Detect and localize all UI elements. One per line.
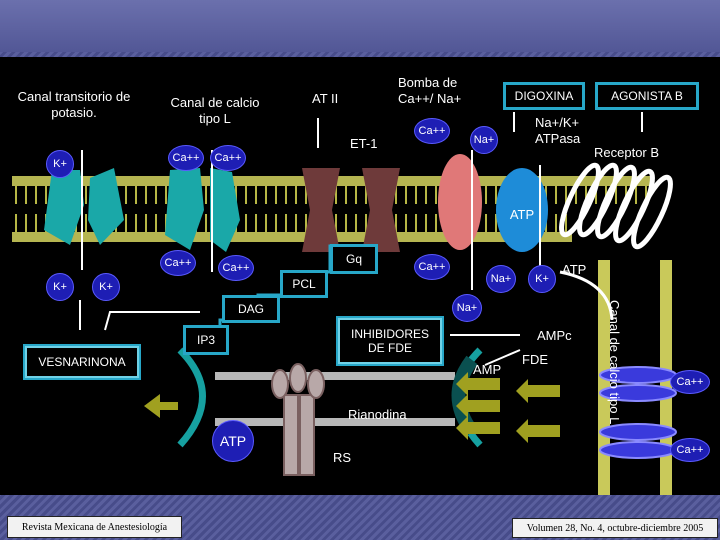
label-gq: Gq bbox=[330, 244, 378, 274]
et1-receptor bbox=[362, 168, 400, 252]
label-atpasa: Na+/K+ATPasa bbox=[535, 115, 581, 146]
beta-receptor bbox=[559, 162, 673, 250]
label-fde: FDE bbox=[522, 352, 548, 367]
ion-ca-top-2: Ca++ bbox=[210, 145, 246, 171]
label-agonista: AGONISTA B bbox=[595, 82, 699, 110]
calcium-channel bbox=[165, 168, 240, 252]
ion-k-atpase: K+ bbox=[528, 265, 556, 293]
label-digoxina: DIGOXINA bbox=[503, 82, 585, 110]
label-at2: AT II bbox=[312, 91, 339, 106]
at2-receptor bbox=[302, 168, 340, 252]
label-ampc: AMPc bbox=[537, 328, 572, 343]
label-atp-receptor: ATP bbox=[562, 262, 587, 277]
ion-ca-bottom-2: Ca++ bbox=[218, 255, 254, 281]
ion-k-top: K+ bbox=[46, 150, 74, 178]
atp-pump-circle: ATP bbox=[506, 198, 538, 230]
ion-ca-channel-2: Ca++ bbox=[670, 438, 710, 462]
signal-arrows bbox=[79, 112, 643, 366]
ion-ca-pump-bottom: Ca++ bbox=[414, 254, 450, 280]
footer-volume: Volumen 28, No. 4, octubre-diciembre 200… bbox=[512, 518, 718, 538]
label-amp: AMP bbox=[473, 362, 502, 377]
footer-journal: Revista Mexicana de Anestesiología bbox=[7, 516, 182, 538]
label-ip3: IP3 bbox=[183, 325, 229, 355]
atp-rs-circle: ATP bbox=[212, 420, 254, 462]
label-rianodina: Rianodina bbox=[348, 407, 407, 422]
atp-arrow bbox=[559, 270, 614, 321]
potassium-channel bbox=[44, 168, 124, 245]
ion-ca-bottom-1: Ca++ bbox=[160, 250, 196, 276]
ion-na-atpase: Na+ bbox=[486, 265, 516, 293]
ion-k-bottom-2: K+ bbox=[92, 273, 120, 301]
ion-na-pump-bottom: Na+ bbox=[452, 294, 482, 322]
label-receptor-b: Receptor B bbox=[594, 145, 660, 160]
calcium-release-arrows bbox=[144, 372, 560, 443]
title-band bbox=[0, 0, 720, 52]
ion-ca-channel-1: Ca++ bbox=[670, 370, 710, 394]
vertical-calcium-channel bbox=[599, 366, 677, 459]
ion-ca-pump-top: Ca++ bbox=[414, 118, 450, 144]
ion-na-pump-top: Na+ bbox=[470, 126, 498, 154]
ryanodine-receptor bbox=[271, 363, 325, 476]
ion-ca-top-1: Ca++ bbox=[168, 145, 204, 171]
label-canal-calcio-vertical: Canal de calcio tipo L bbox=[607, 300, 622, 425]
ion-k-bottom-1: K+ bbox=[46, 273, 74, 301]
label-et1: ET-1 bbox=[350, 136, 378, 151]
label-rs: RS bbox=[333, 450, 352, 465]
label-vesnarinona: VESNARINONA bbox=[23, 344, 141, 380]
label-dag: DAG bbox=[222, 295, 280, 323]
label-pcl: PCL bbox=[280, 270, 328, 298]
calcium-sodium-pump bbox=[438, 154, 482, 250]
